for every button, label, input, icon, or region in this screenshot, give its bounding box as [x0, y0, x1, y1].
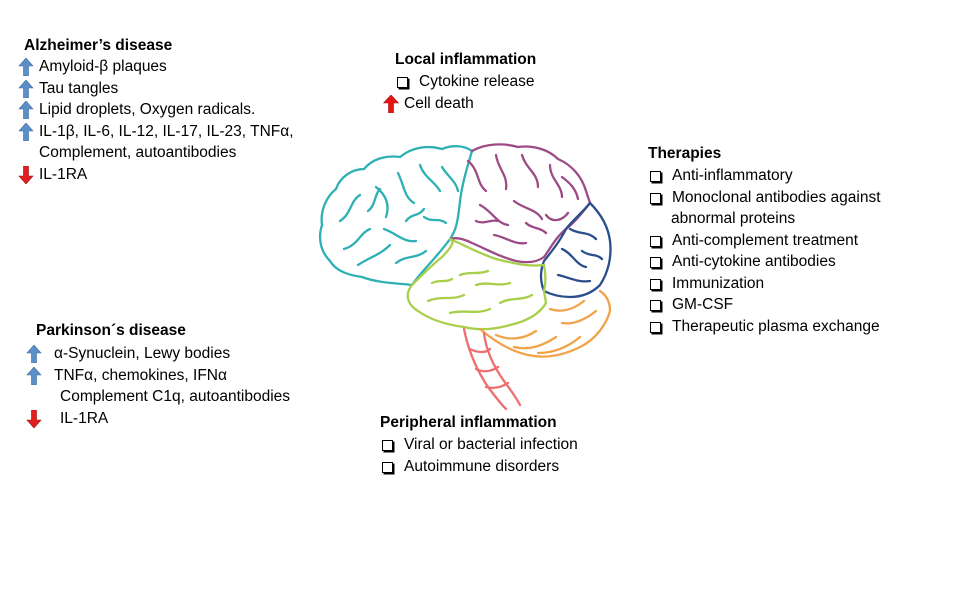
checkbox-icon [650, 321, 661, 333]
list-item-text: Monoclonal antibodies against [672, 188, 881, 206]
list-item: IL-1RA [26, 408, 290, 430]
therapies-title: Therapies [648, 145, 722, 162]
parkinsons-title: Parkinson´s disease [36, 322, 186, 339]
list-item: Cell death [383, 93, 536, 115]
local-inflammation-section: Local inflammation Cytokine release Cell… [395, 50, 536, 114]
peripheral-inflammation-section: Peripheral inflammation Viral or bacteri… [380, 413, 578, 477]
list-item: Tau tangles [18, 78, 294, 100]
list-item-text: Cytokine release [419, 73, 535, 90]
list-item: Anti-complement treatment [648, 230, 881, 252]
brainstem [462, 327, 522, 410]
checkbox-icon [650, 171, 661, 182]
arrow-up-icon [26, 345, 42, 363]
brain-illustration [318, 143, 612, 410]
temporal-lobe [406, 237, 548, 331]
parietal-lobe [448, 143, 592, 264]
list-item: IL-1β, IL-6, IL-12, IL-17, IL-23, TNFα, [18, 121, 294, 143]
list-item: Anti-cytokine antibodies [648, 251, 881, 273]
list-item-text: Viral or bacterial infection [404, 436, 578, 453]
list-item-text: Immunization [672, 274, 765, 292]
checkbox-icon [650, 192, 661, 204]
arrow-up-icon [18, 123, 34, 141]
alzheimers-title: Alzheimer’s disease [24, 37, 173, 54]
alzheimers-section: Alzheimer’s disease Amyloid-β plaques Ta… [18, 36, 294, 185]
list-item-text: Anti-complement treatment [672, 231, 859, 249]
list-item: Cytokine release [395, 71, 536, 93]
list-item: GM-CSF [648, 294, 881, 316]
list-item: Therapeutic plasma exchange [648, 316, 881, 338]
arrow-up-icon [18, 80, 34, 98]
local-inflammation-title: Local inflammation [395, 51, 537, 68]
list-item-text: α-Synuclein, Lewy bodies [54, 345, 231, 362]
checkbox-icon [650, 257, 661, 268]
list-item: Anti-inflammatory [648, 165, 881, 187]
list-item-text: GM-CSF [672, 296, 734, 313]
list-item: TNFα, chemokines, IFNα [26, 365, 290, 387]
arrow-up-icon [18, 58, 34, 76]
checkbox-icon [650, 235, 661, 247]
arrow-up-icon [18, 101, 34, 119]
list-item-text: abnormal proteins [671, 210, 796, 227]
list-item-text: IL-1β, IL-6, IL-12, IL-17, IL-23, TNFα, [39, 122, 294, 140]
arrow-up-icon [383, 95, 399, 113]
list-item-text: Therapeutic plasma exchange [672, 317, 880, 335]
arrow-up-icon [26, 367, 42, 385]
list-item-text: Autoimmune disorders [404, 457, 560, 475]
checkbox-icon [382, 461, 393, 473]
list-item-text: Anti-inflammatory [672, 167, 793, 184]
list-item-text: Amyloid-β plaques [39, 58, 167, 75]
arrow-down-icon [18, 166, 34, 184]
arrow-down-icon [26, 410, 42, 428]
list-item: abnormal proteins [648, 208, 881, 230]
cerebellum [478, 289, 612, 358]
list-item: Complement, autoantibodies [18, 142, 294, 164]
list-item: Complement C1q, autoantibodies [26, 386, 290, 408]
list-item: IL-1RA [18, 164, 294, 186]
list-item-text: IL-1RA [60, 409, 109, 427]
list-item-text: Complement, autoantibodies [39, 144, 237, 161]
list-item: Monoclonal antibodies against [648, 187, 881, 209]
peripheral-inflammation-title: Peripheral inflammation [380, 414, 557, 431]
checkbox-icon [382, 440, 393, 451]
frontal-lobe [318, 145, 474, 287]
list-item-text: Tau tangles [39, 79, 119, 97]
checkbox-icon [650, 278, 661, 290]
parkinsons-section: Parkinson´s disease α-Synuclein, Lewy bo… [26, 321, 290, 429]
list-item-text: IL-1RA [39, 165, 88, 183]
list-item-text: TNFα, chemokines, IFNα [54, 366, 227, 384]
list-item: Autoimmune disorders [380, 456, 578, 478]
checkbox-icon [650, 300, 661, 311]
list-item: α-Synuclein, Lewy bodies [26, 343, 290, 365]
list-item-text: Cell death [404, 94, 474, 112]
list-item-text: Complement C1q, autoantibodies [60, 388, 291, 405]
list-item-text: Lipid droplets, Oxygen radicals. [39, 101, 256, 118]
therapies-section: Therapies Anti-inflammatory Monoclonal a… [648, 144, 881, 337]
list-item: Viral or bacterial infection [380, 434, 578, 456]
occipital-lobe [539, 201, 612, 299]
list-item: Immunization [648, 273, 881, 295]
checkbox-icon [397, 77, 408, 88]
list-item: Amyloid-β plaques [18, 56, 294, 78]
list-item: Lipid droplets, Oxygen radicals. [18, 99, 294, 121]
list-item-text: Anti-cytokine antibodies [672, 253, 836, 270]
